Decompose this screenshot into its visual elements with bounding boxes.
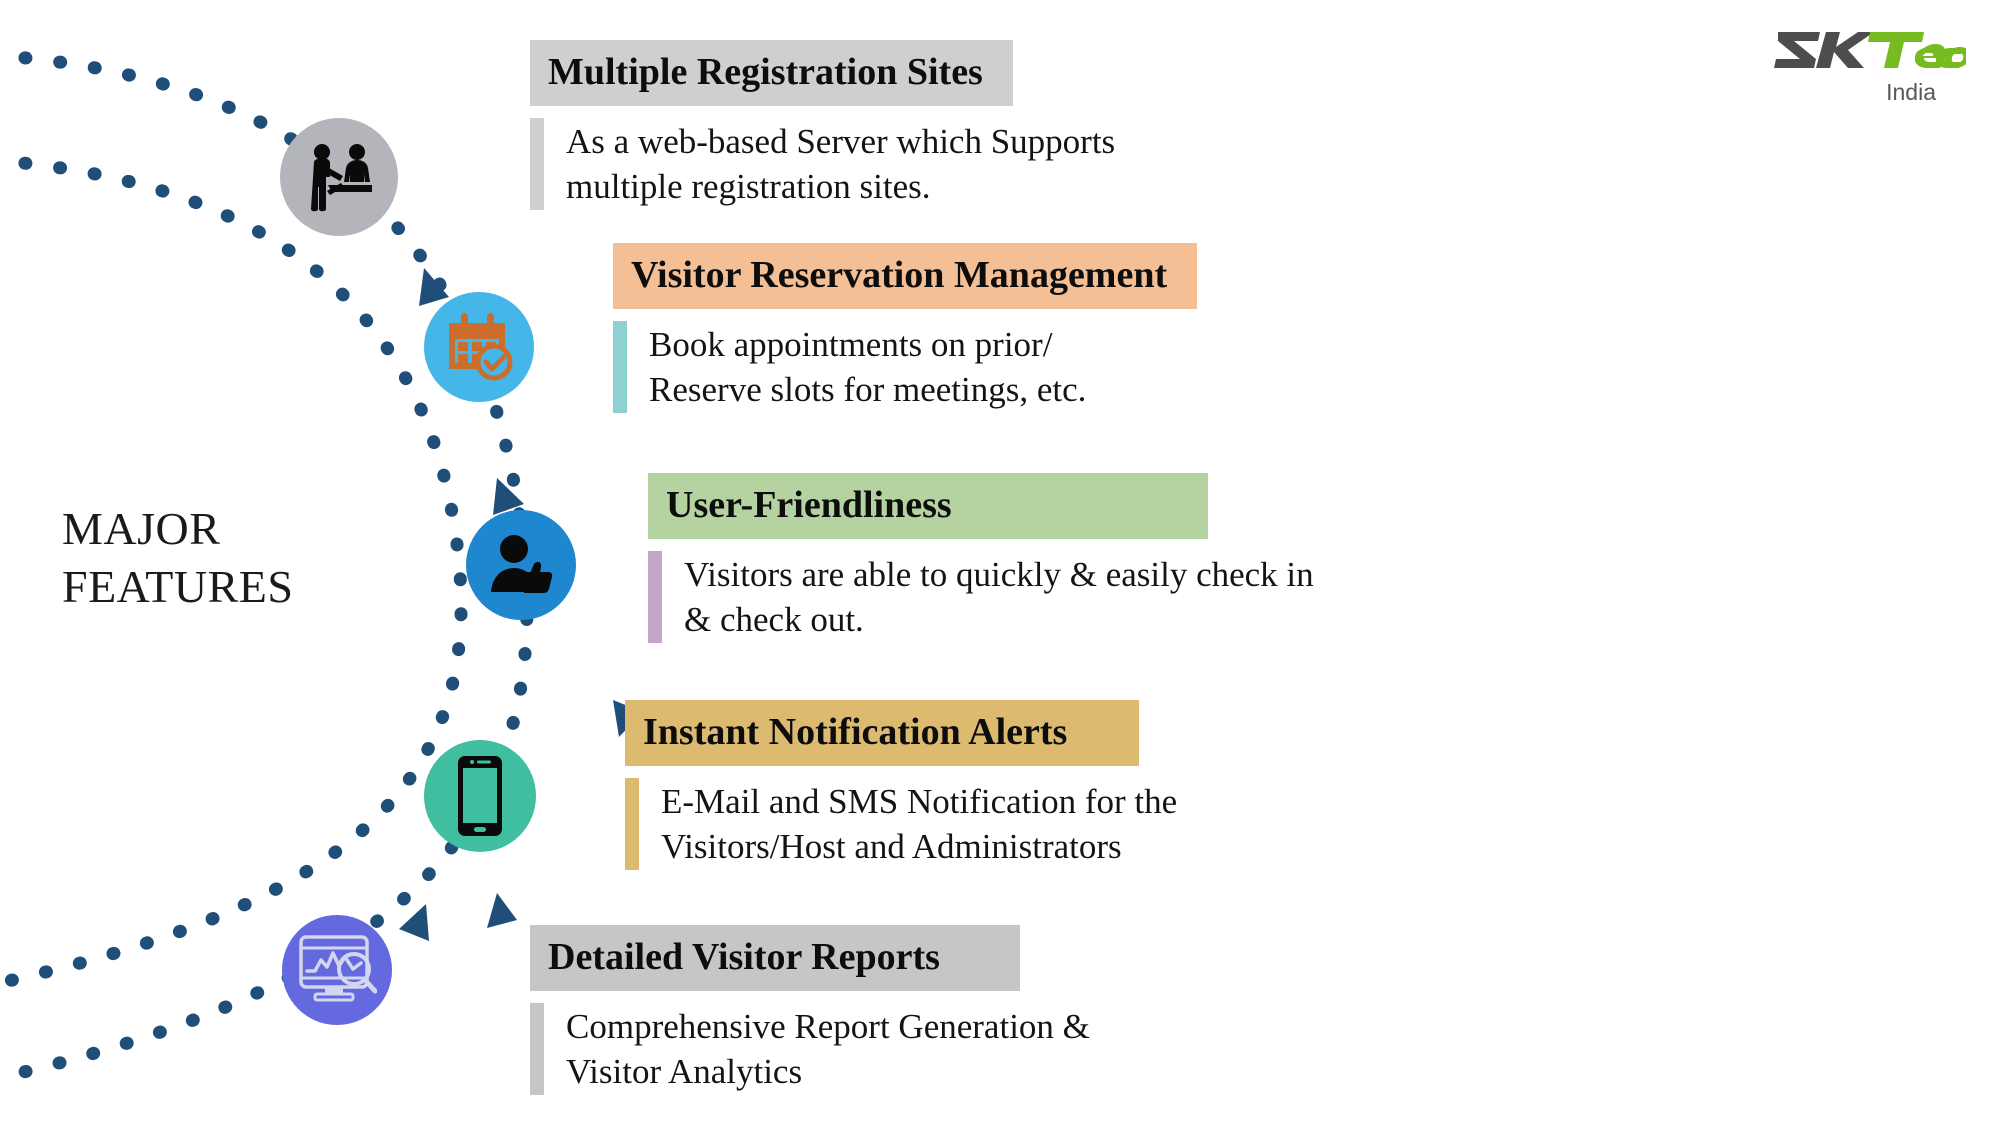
zkteco-logo: India [1774,26,1966,106]
caption-line-2: FEATURES [62,560,294,612]
feature-accent-5 [530,1003,544,1095]
feature-body-2: Book appointments on prior/ Reserve slot… [613,321,1197,413]
calendar-check-icon [449,313,513,381]
icon-circle-calendar-check [424,292,534,402]
feature-block-5: Detailed Visitor Reports Comprehensive R… [530,925,1090,1095]
icon-circle-smartphone [424,740,536,852]
feature-accent-4 [625,778,639,870]
arrowhead-4-icon [487,893,517,928]
report-analytics-icon [299,935,377,1002]
feature-text-2: Book appointments on prior/ Reserve slot… [649,325,1087,409]
feature-title-1: Multiple Registration Sites [530,40,1013,106]
feature-body-3: Visitors are able to quickly & easily ch… [648,551,1314,643]
feature-text-1: As a web-based Server which Supports mul… [566,122,1116,206]
feature-title-3: User-Friendliness [648,473,1208,539]
caption-line-1: MAJOR [62,503,221,554]
feature-text-5: Comprehensive Report Generation & Visito… [566,1007,1090,1091]
feature-body-5: Comprehensive Report Generation & Visito… [530,1003,1090,1095]
icon-circle-report-analytics [282,915,392,1025]
feature-block-1: Multiple Registration Sites As a web-bas… [530,40,1115,210]
icon-circle-user-thumbsup [466,510,576,620]
feature-body-4: E-Mail and SMS Notification for the Visi… [625,778,1177,870]
feature-title-4: Instant Notification Alerts [625,700,1140,766]
feature-title-2: Visitor Reservation Management [613,243,1198,309]
smartphone-icon [458,756,502,836]
feature-accent-3 [648,551,662,643]
arrowhead-1-icon [419,268,449,306]
user-thumbsup-icon [491,535,553,593]
feature-block-4: Instant Notification Alerts E-Mail and S… [625,700,1177,870]
feature-body-1: As a web-based Server which Supports mul… [530,118,1115,210]
logo-region-label: India [1886,79,1936,105]
zkteco-logo-mark [1774,32,1966,68]
feature-text-4: E-Mail and SMS Notification for the Visi… [661,782,1178,866]
major-features-caption: MAJOR FEATURES [62,500,362,616]
feature-text-3: Visitors are able to quickly & easily ch… [684,555,1314,639]
feature-accent-1 [530,118,544,210]
arrowhead-5-icon [399,904,429,941]
feature-block-3: User-Friendliness Visitors are able to q… [648,473,1314,643]
feature-accent-2 [613,321,627,413]
reception-desk-icon [311,144,372,212]
feature-title-5: Detailed Visitor Reports [530,925,1020,991]
icon-circle-reception-desk [280,118,398,236]
feature-block-2: Visitor Reservation Management Book appo… [613,243,1198,413]
